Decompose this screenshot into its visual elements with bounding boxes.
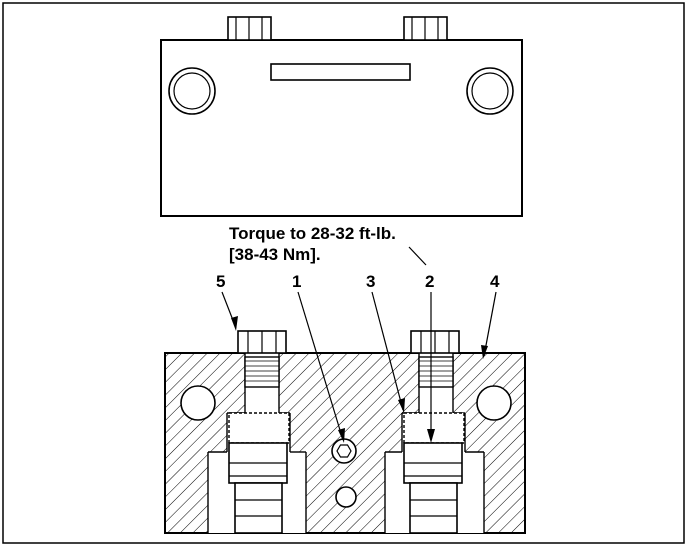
callout-4-label: 4 [490, 272, 500, 291]
section-mount-hole-right [476, 385, 512, 421]
left-cartridge [228, 330, 290, 534]
callout-2: 2 [425, 272, 435, 443]
right-cartridge [403, 330, 465, 534]
section-mount-hole-left [180, 385, 216, 421]
callout-5: 5 [216, 272, 238, 331]
top-label-plate [270, 63, 411, 81]
callout-1: 1 [292, 272, 345, 443]
callout-3-label: 3 [366, 272, 375, 291]
callout-1-label: 1 [292, 272, 301, 291]
section-view [164, 330, 526, 534]
callout-5-label: 5 [216, 272, 225, 291]
top-cartridge-right [403, 16, 448, 41]
top-cartridge-left [227, 16, 272, 41]
callout-4: 4 [481, 272, 500, 359]
callout-3: 3 [366, 272, 405, 413]
torque-note-line2: [38-43 Nm]. [229, 245, 321, 264]
callout-2-label: 2 [425, 272, 434, 291]
top-view [160, 16, 523, 217]
torque-leader-line [408, 246, 427, 266]
center-port-hole [335, 486, 357, 508]
torque-note-line1: Torque to 28-32 ft-lb. [229, 224, 396, 243]
top-mount-hole-left [168, 67, 216, 115]
top-mount-hole-right [466, 67, 514, 115]
